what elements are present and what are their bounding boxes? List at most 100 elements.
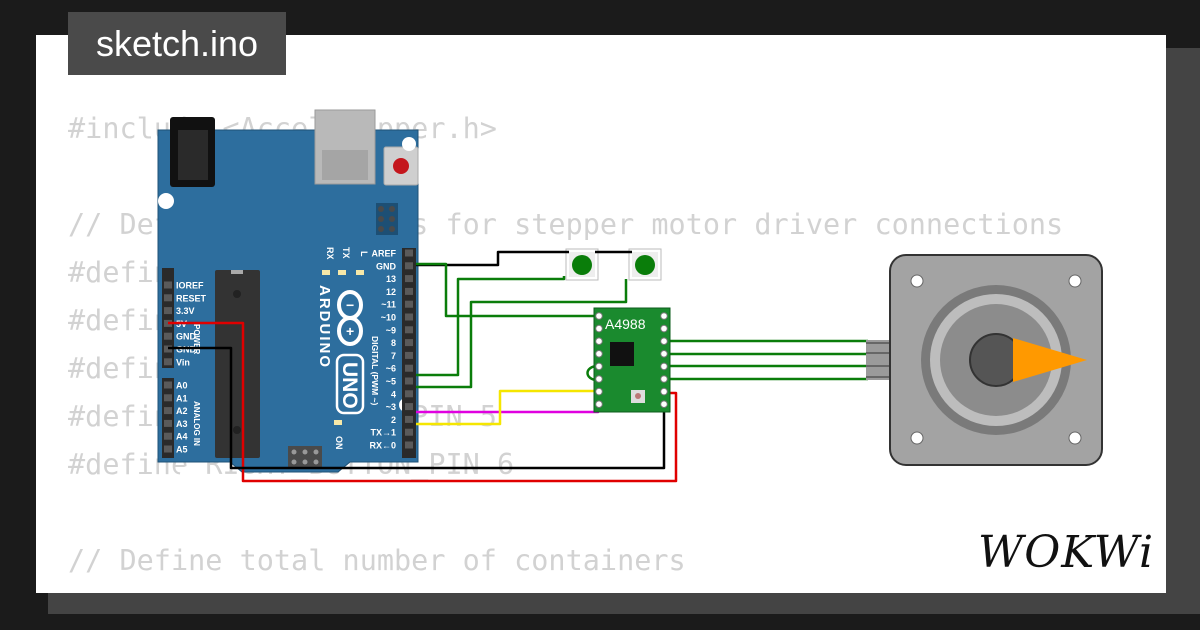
digital-pin-label: 12 xyxy=(386,287,396,297)
digital-pin[interactable] xyxy=(405,287,413,295)
digital-pin[interactable] xyxy=(405,415,413,423)
a4988-driver[interactable]: A4988 xyxy=(593,307,671,413)
digital-pin-label: 7 xyxy=(391,351,396,361)
digital-pin[interactable] xyxy=(405,377,413,385)
driver-pin[interactable] xyxy=(660,312,668,320)
power-pin-label: GND xyxy=(176,332,197,342)
power-pin-label: 3.3V xyxy=(176,306,195,316)
driver-pin[interactable] xyxy=(660,324,668,333)
driver-pin[interactable] xyxy=(660,387,668,396)
driver-pin[interactable] xyxy=(595,362,603,371)
digital-pin-label: 4 xyxy=(391,389,396,399)
svg-text:+: + xyxy=(346,323,354,339)
digital-pin[interactable] xyxy=(405,390,413,398)
driver-pin[interactable] xyxy=(660,337,668,346)
digital-pin[interactable] xyxy=(405,351,413,359)
digital-pin[interactable] xyxy=(405,428,413,436)
driver-pin[interactable] xyxy=(595,375,603,383)
analog-pin-label: A5 xyxy=(176,445,188,455)
wire-gnd-button xyxy=(416,250,569,267)
driver-pin[interactable] xyxy=(660,362,668,371)
microcontroller-chip xyxy=(215,270,260,458)
sketch-title-tab: sketch.ino xyxy=(68,12,286,75)
code-line: #define TOTAL_CONTAINERS 4 xyxy=(68,585,1063,593)
stepper-motor[interactable] xyxy=(866,254,1103,466)
digital-pin[interactable] xyxy=(405,313,413,321)
motor-shaft-pointer xyxy=(1013,338,1087,382)
power-pin[interactable] xyxy=(164,281,172,289)
analog-pin[interactable] xyxy=(164,381,172,389)
digital-pin-label: ~5 xyxy=(386,377,396,387)
digital-pin-label: ~3 xyxy=(386,402,396,412)
digital-pin-label: ~6 xyxy=(386,364,396,374)
mount-hole xyxy=(158,193,174,209)
driver-pin[interactable] xyxy=(660,350,668,358)
tx-led xyxy=(322,270,330,275)
digital-pin-label: 13 xyxy=(386,274,396,284)
analog-pin[interactable] xyxy=(164,432,172,440)
digital-pin[interactable] xyxy=(405,262,413,270)
digital-pin-label: ~11 xyxy=(381,300,396,310)
digital-pin-label: ~10 xyxy=(381,313,396,323)
digital-pin-label: RX←0 xyxy=(369,441,396,451)
digital-pin[interactable] xyxy=(405,403,413,411)
digital-pin[interactable] xyxy=(405,249,413,257)
digital-pin-label: 2 xyxy=(391,415,396,425)
analog-pin[interactable] xyxy=(164,445,172,453)
power-pin-label: RESET xyxy=(176,293,207,303)
analog-pin-label: A0 xyxy=(176,381,188,391)
driver-pin[interactable] xyxy=(595,387,603,396)
driver-pin[interactable] xyxy=(595,324,603,333)
brand-text: ARDUINO xyxy=(316,285,333,369)
power-pin-label: IOREF xyxy=(176,281,204,291)
power-label: POWER xyxy=(192,324,201,354)
digital-pin[interactable] xyxy=(405,300,413,308)
model-text: UNO xyxy=(338,362,361,409)
analog-pin[interactable] xyxy=(164,407,172,415)
power-pin-label: Vin xyxy=(176,357,190,367)
mount-hole xyxy=(180,466,196,482)
wire-pin5-left-button xyxy=(416,279,628,389)
wire-5v-vdd xyxy=(168,321,678,483)
digital-pin[interactable] xyxy=(405,339,413,347)
power-pin[interactable] xyxy=(164,294,172,302)
driver-chip xyxy=(610,342,634,366)
led-label-l: L xyxy=(359,251,369,257)
driver-pin[interactable] xyxy=(595,400,603,409)
power-header xyxy=(162,268,174,368)
power-pin-label: GND xyxy=(176,345,197,355)
wokwi-logo: WOKWi xyxy=(978,527,1154,578)
wire-pin3-driver-dir xyxy=(416,404,600,414)
digital-pin[interactable] xyxy=(405,441,413,449)
arduino-uno[interactable]: TX RX L ON − + ARDUINO UNO DIGITAL (PWM … xyxy=(157,109,419,482)
power-pin[interactable] xyxy=(164,358,172,366)
push-button-right[interactable] xyxy=(628,248,662,281)
power-pin[interactable] xyxy=(164,332,172,340)
icsp-header-bottom xyxy=(288,446,322,468)
motor-connector xyxy=(866,340,890,380)
analog-pin-label: A1 xyxy=(176,393,188,403)
push-button-left[interactable] xyxy=(565,248,599,281)
digital-label: DIGITAL (PWM ~) xyxy=(370,336,380,406)
svg-text:−: − xyxy=(346,297,354,313)
wire-pin6-right-button xyxy=(416,276,566,377)
driver-pin[interactable] xyxy=(660,375,668,383)
digital-pin[interactable] xyxy=(405,326,413,334)
power-pin[interactable] xyxy=(164,307,172,315)
driver-pin[interactable] xyxy=(595,337,603,346)
analog-pin[interactable] xyxy=(164,394,172,402)
analog-pin[interactable] xyxy=(164,419,172,427)
analog-pin-label: A4 xyxy=(176,432,188,442)
digital-pin-label: 8 xyxy=(391,338,396,348)
driver-pin[interactable] xyxy=(595,312,603,320)
driver-pin[interactable] xyxy=(660,400,668,409)
led-label-tx: TX xyxy=(341,247,351,259)
rx-led xyxy=(338,270,346,275)
arduino-logo xyxy=(337,290,363,346)
model-badge xyxy=(335,353,365,415)
digital-pin[interactable] xyxy=(405,275,413,283)
digital-pin[interactable] xyxy=(405,364,413,372)
driver-pin[interactable] xyxy=(595,350,603,358)
code-line: // Define total number of containers xyxy=(68,544,686,577)
